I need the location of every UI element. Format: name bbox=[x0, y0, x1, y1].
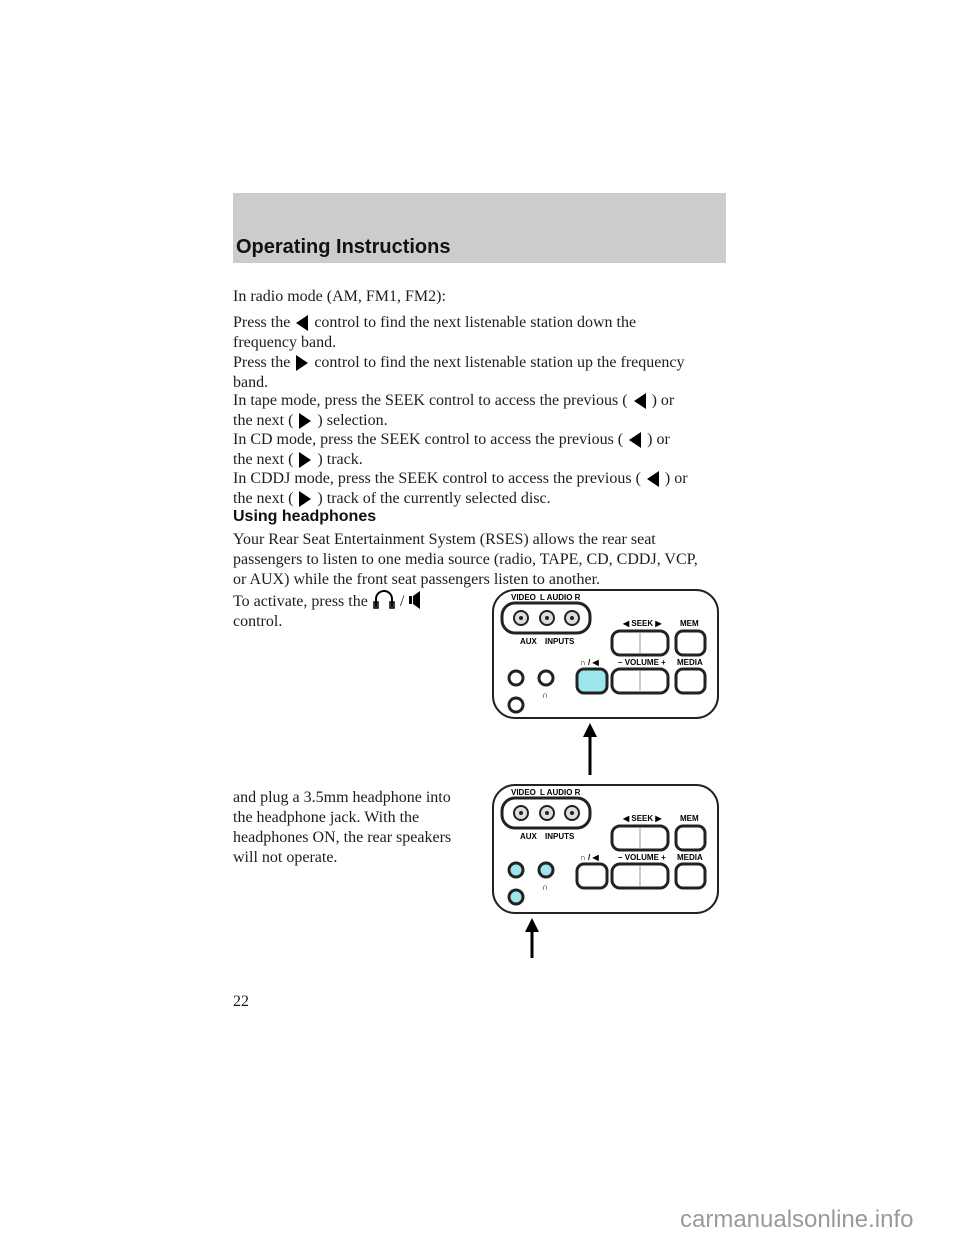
header-band bbox=[233, 193, 726, 263]
headphone-jack-3[interactable] bbox=[507, 888, 525, 906]
mem-label: MEM bbox=[680, 619, 699, 628]
rses-panel-diagram-1: VIDEO L AUDIO R AUX INPUTS ◀ SEEK ▶ MEM … bbox=[492, 589, 719, 775]
text: control to find the next listenable stat… bbox=[314, 314, 637, 331]
text: To activate, press the bbox=[233, 593, 368, 610]
text: frequency band. bbox=[233, 334, 337, 351]
next-icon bbox=[299, 491, 312, 508]
rca-jack-video bbox=[513, 805, 529, 821]
rses-intro-paragraph: Your Rear Seat Entertainment System (RSE… bbox=[233, 530, 698, 590]
text: ) or bbox=[664, 470, 688, 487]
previous-icon bbox=[633, 393, 646, 410]
text: ) track of the currently selected disc. bbox=[317, 490, 551, 507]
watermark: carmanualsonline.info bbox=[680, 1206, 914, 1233]
next-icon bbox=[299, 452, 312, 469]
text: Press the bbox=[233, 314, 291, 331]
text: passengers to listen to one media source… bbox=[233, 551, 698, 568]
headphone-jack-2[interactable] bbox=[537, 669, 555, 687]
tape-mode-paragraph: In tape mode, press the SEEK control to … bbox=[233, 391, 674, 431]
page-title: Operating Instructions bbox=[236, 236, 451, 258]
text: will not operate. bbox=[233, 849, 338, 866]
activate-paragraph: To activate, press the / control. bbox=[233, 588, 422, 632]
text: the next ( bbox=[233, 490, 294, 507]
rca-jack-video bbox=[513, 610, 529, 626]
media-button[interactable] bbox=[674, 862, 707, 890]
seek-left-icon bbox=[296, 315, 309, 332]
speaker-icon bbox=[409, 591, 421, 609]
audio-label: L AUDIO R bbox=[540, 788, 581, 797]
text: the next ( bbox=[233, 412, 294, 429]
text: In CDDJ mode, press the SEEK control to … bbox=[233, 470, 641, 487]
inputs-label: INPUTS bbox=[545, 832, 575, 841]
cd-mode-paragraph: In CD mode, press the SEEK control to ac… bbox=[233, 430, 670, 470]
section-heading: Using headphones bbox=[233, 508, 377, 525]
mem-button[interactable] bbox=[674, 824, 707, 852]
headphone-speaker-label: ∩ / ◀ bbox=[580, 853, 599, 862]
seek-label: ◀ SEEK ▶ bbox=[622, 814, 662, 823]
text: control. bbox=[233, 613, 283, 630]
radio-mode-label: In radio mode (AM, FM1, FM2): bbox=[233, 288, 446, 305]
pointer-arrow-head bbox=[525, 918, 539, 932]
plug-paragraph: and plug a 3.5mm headphone into the head… bbox=[233, 788, 451, 868]
seek-label: ◀ SEEK ▶ bbox=[622, 619, 662, 628]
headphone-jack-3[interactable] bbox=[507, 696, 525, 714]
rses-panel-diagram-2: VIDEO L AUDIO R AUX INPUTS ◀ SEEK ▶ MEM … bbox=[492, 784, 719, 958]
headphones-icon bbox=[373, 590, 395, 609]
previous-icon bbox=[629, 432, 642, 449]
pointer-arrow-head bbox=[583, 723, 597, 737]
text: or AUX) while the front seat passengers … bbox=[233, 571, 601, 588]
text: control to find the next listenable stat… bbox=[314, 354, 685, 371]
inputs-label: INPUTS bbox=[545, 637, 575, 646]
previous-icon bbox=[646, 471, 659, 488]
text: / bbox=[399, 593, 405, 610]
text: Your Rear Seat Entertainment System (RSE… bbox=[233, 531, 656, 548]
rca-jack-left bbox=[539, 805, 555, 821]
headphone-jack-2[interactable] bbox=[537, 861, 555, 879]
text: ) or bbox=[647, 431, 670, 448]
seek-down-paragraph: Press the control to find the next listen… bbox=[233, 313, 636, 353]
rca-jack-right bbox=[564, 610, 580, 626]
radio-mode-text: In radio mode (AM, FM1, FM2): bbox=[233, 287, 446, 307]
text: ) or bbox=[651, 392, 675, 409]
aux-input-frame bbox=[500, 796, 592, 830]
page-number: 22 bbox=[233, 993, 249, 1010]
text: In tape mode, press the SEEK control to … bbox=[233, 392, 628, 409]
aux-label: AUX bbox=[520, 832, 538, 841]
aux-input-frame bbox=[500, 601, 592, 635]
headphone-speaker-label: ∩ / ◀ bbox=[580, 658, 599, 667]
cddj-mode-paragraph: In CDDJ mode, press the SEEK control to … bbox=[233, 469, 688, 509]
text: ) track. bbox=[317, 451, 363, 468]
seek-up-paragraph: Press the control to find the next listen… bbox=[233, 353, 684, 393]
volume-label: – VOLUME + bbox=[618, 658, 666, 667]
headphone-jack-1[interactable] bbox=[507, 669, 525, 687]
text: In CD mode, press the SEEK control to ac… bbox=[233, 431, 624, 448]
audio-label: L AUDIO R bbox=[540, 593, 581, 602]
text: Press the bbox=[233, 354, 291, 371]
media-button[interactable] bbox=[674, 667, 707, 695]
text: and plug a 3.5mm headphone into bbox=[233, 789, 451, 806]
headphone-speaker-button[interactable] bbox=[575, 862, 609, 890]
headphone-jack-icon: ∩ bbox=[542, 690, 549, 700]
aux-label: AUX bbox=[520, 637, 538, 646]
text: the headphone jack. With the bbox=[233, 809, 420, 826]
video-label: VIDEO bbox=[511, 788, 536, 797]
seek-right-icon bbox=[296, 355, 309, 372]
text: ) selection. bbox=[317, 412, 388, 429]
rca-jack-right bbox=[564, 805, 580, 821]
headphone-jack-1[interactable] bbox=[507, 861, 525, 879]
next-icon bbox=[299, 413, 312, 430]
text: the next ( bbox=[233, 451, 294, 468]
text: band. bbox=[233, 374, 269, 391]
video-label: VIDEO bbox=[511, 593, 536, 602]
mem-button[interactable] bbox=[674, 629, 707, 657]
rca-jack-left bbox=[539, 610, 555, 626]
volume-label: – VOLUME + bbox=[618, 853, 666, 862]
text: headphones ON, the rear speakers bbox=[233, 829, 452, 846]
mem-label: MEM bbox=[680, 814, 699, 823]
headphone-jack-icon: ∩ bbox=[542, 882, 549, 892]
media-label: MEDIA bbox=[677, 658, 703, 667]
headphone-speaker-button[interactable] bbox=[575, 667, 609, 695]
media-label: MEDIA bbox=[677, 853, 703, 862]
